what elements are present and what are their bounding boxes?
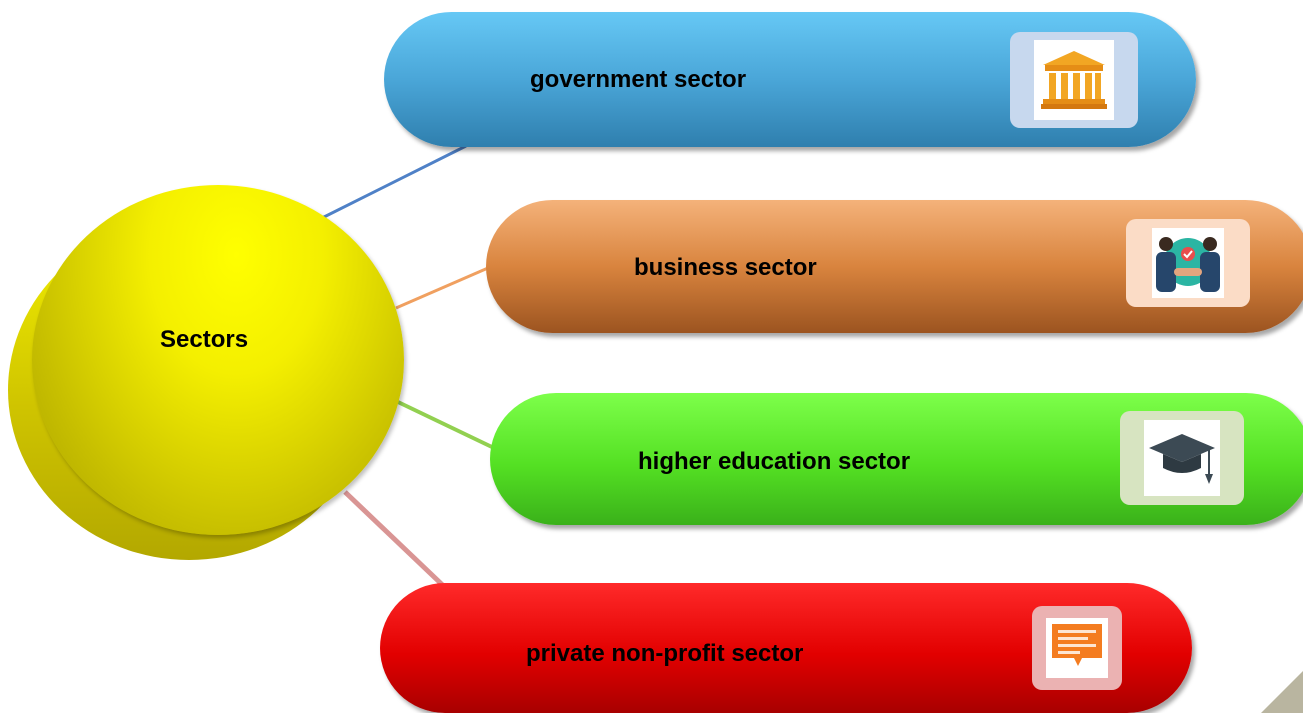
nonprofit-icon-box [1032, 606, 1122, 690]
business-handshake-icon [1156, 237, 1220, 292]
node-higher-education-label: higher education sector [638, 448, 911, 475]
education-icon-box [1120, 411, 1244, 505]
hub-label: Sectors [160, 326, 249, 353]
node-business-label: business sector [634, 254, 817, 281]
government-icon-box [1010, 32, 1138, 128]
government-building-icon [1041, 51, 1107, 109]
connector-government [321, 144, 467, 220]
connector-nonprofit [343, 490, 454, 596]
connector-education [397, 400, 495, 450]
node-government-label: government sector [530, 66, 747, 93]
business-icon-box [1126, 219, 1250, 307]
chat-message-icon [1052, 624, 1102, 666]
connector-business [395, 266, 489, 310]
graduation-cap-icon [1149, 434, 1215, 484]
node-private-non-profit-label: private non-profit sector [526, 640, 804, 667]
page-corner-decoration [1261, 671, 1303, 713]
hub-circle [32, 185, 404, 535]
